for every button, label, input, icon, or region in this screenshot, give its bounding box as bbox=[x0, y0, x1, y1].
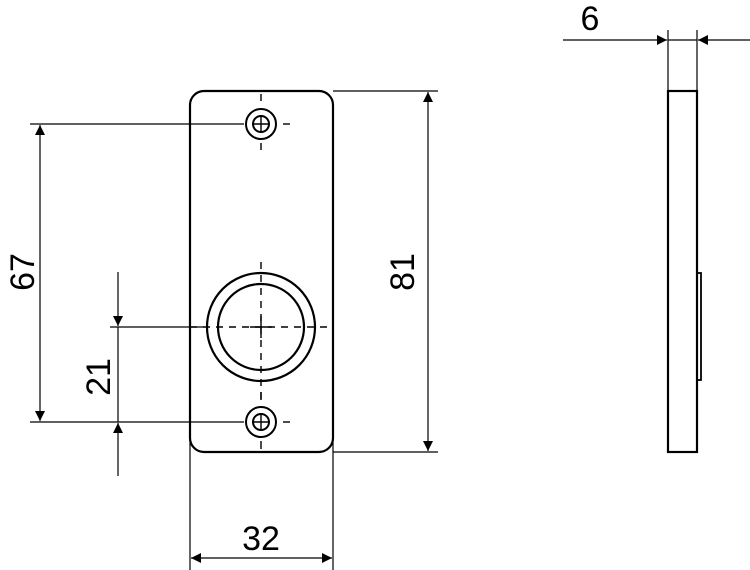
dimension-6: 6 bbox=[563, 0, 750, 91]
side-boss bbox=[696, 272, 702, 381]
dimension-label-67: 67 bbox=[4, 253, 42, 291]
bottom-screw-hole bbox=[245, 392, 290, 449]
dimension-label-21: 21 bbox=[80, 358, 118, 396]
side-profile bbox=[666, 89, 699, 454]
dimension-81: 81 bbox=[333, 90, 438, 453]
dimension-21: 21 bbox=[80, 272, 204, 476]
side-view bbox=[666, 89, 702, 454]
front-view bbox=[188, 89, 335, 454]
dimension-label-81: 81 bbox=[384, 253, 422, 291]
top-screw-hole bbox=[245, 94, 290, 150]
dimension-32: 32 bbox=[189, 440, 334, 570]
central-opening bbox=[190, 262, 330, 400]
plate-outline bbox=[188, 89, 335, 454]
dimension-67: 67 bbox=[4, 123, 244, 423]
dimension-label-32: 32 bbox=[242, 520, 280, 558]
dimension-label-6: 6 bbox=[581, 0, 600, 38]
